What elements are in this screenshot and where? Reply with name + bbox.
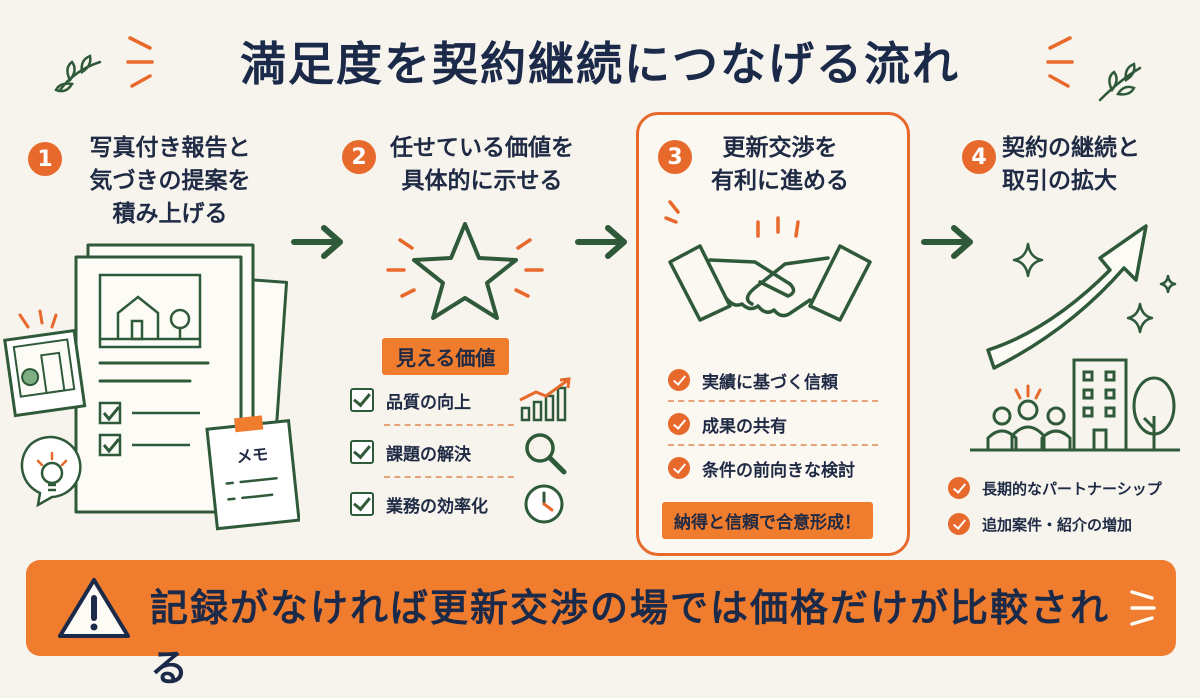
magnifier-icon bbox=[525, 433, 567, 475]
checklist-item-label: 成果の共有 bbox=[702, 416, 787, 437]
step-4-title: 契約の継続と 取引の拡大 bbox=[1002, 132, 1172, 198]
step-3-title-line: 有利に進める bbox=[711, 168, 849, 194]
arrow-right-icon bbox=[291, 225, 343, 259]
step-4-title-line: 取引の拡大 bbox=[1002, 168, 1117, 194]
step-2-checklist: 品質の向上 課題の解決 業務の効率化 bbox=[350, 386, 514, 518]
step-2-title-line: 任せている価値を bbox=[390, 135, 574, 161]
report-document-illustration bbox=[3, 243, 300, 531]
checklist-item-label: 課題の解決 bbox=[386, 444, 471, 465]
checklist-item: 実績に基づく信頼 bbox=[668, 366, 888, 394]
checklist-item: 条件の前向きな検討 bbox=[668, 454, 888, 482]
checkbox-checked-icon bbox=[350, 440, 374, 464]
checklist-item: 追加案件・紹介の増加 bbox=[948, 510, 1188, 538]
checklist-item: 品質の向上 bbox=[350, 386, 500, 414]
arrow-right-icon bbox=[575, 225, 627, 259]
growth-chart-icon bbox=[519, 377, 571, 422]
step-2-title: 任せている価値を 具体的に示せる bbox=[382, 132, 582, 198]
check-circle-icon bbox=[668, 413, 690, 435]
checklist-item-label: 条件の前向きな検討 bbox=[702, 460, 855, 481]
checklist-item: 長期的なパートナーシップ bbox=[948, 474, 1188, 502]
step-3-title: 更新交渉を 有利に進める bbox=[690, 132, 870, 198]
step-3-title-line: 更新交渉を bbox=[722, 135, 838, 161]
checkbox-checked-icon bbox=[350, 388, 374, 412]
page-title: 満足度を契約継続につなげる流れ bbox=[240, 37, 960, 91]
step-3-number: 3 bbox=[658, 140, 692, 174]
clock-icon bbox=[524, 484, 564, 524]
checklist-item-label: 追加案件・紹介の増加 bbox=[982, 515, 1133, 534]
step-4-number: 4 bbox=[962, 140, 996, 174]
arrow-right-icon bbox=[921, 225, 973, 259]
divider bbox=[384, 476, 514, 478]
banner-spark-decoration bbox=[1130, 590, 1156, 626]
visible-value-tag: 見える価値 bbox=[382, 338, 510, 375]
step-3-checklist: 実績に基づく信頼 成果の共有 条件の前向きな検討 bbox=[668, 366, 888, 482]
step-4-title-line: 契約の継続と bbox=[1002, 135, 1140, 161]
step-1-title-line: 写真付き報告と bbox=[89, 135, 251, 161]
checklist-item: 課題の解決 bbox=[350, 438, 500, 466]
check-circle-icon bbox=[668, 457, 690, 479]
check-circle-icon bbox=[668, 369, 690, 391]
step-1-title: 写真付き報告と 気づきの提案を 積み上げる bbox=[70, 132, 270, 231]
warning-banner-text: 記録がなければ更新交渉の場では価格だけが比較される bbox=[150, 586, 1111, 690]
checklist-item-label: 品質の向上 bbox=[386, 392, 471, 413]
star-icon bbox=[386, 222, 544, 320]
step-1-title-line: 気づきの提案を bbox=[89, 168, 251, 194]
check-circle-icon bbox=[948, 513, 970, 535]
checklist-item-label: 実績に基づく信頼 bbox=[702, 372, 838, 393]
checklist-item: 業務の効率化 bbox=[350, 490, 500, 518]
divider bbox=[384, 424, 514, 426]
step-1-number: 1 bbox=[28, 142, 62, 176]
step-2-title-line: 具体的に示せる bbox=[401, 168, 563, 194]
divider bbox=[668, 400, 878, 402]
memo-label: メモ bbox=[235, 444, 270, 467]
step-3-card bbox=[636, 112, 910, 556]
handshake-icon bbox=[664, 200, 872, 322]
checklist-item-label: 長期的なパートナーシップ bbox=[982, 479, 1162, 498]
check-circle-icon bbox=[948, 477, 970, 499]
checklist-item-label: 業務の効率化 bbox=[386, 496, 488, 517]
step-1-title-line: 積み上げる bbox=[112, 201, 228, 227]
checklist-item: 成果の共有 bbox=[668, 410, 888, 438]
growth-illustration bbox=[970, 224, 1180, 452]
step-2-number: 2 bbox=[342, 140, 376, 174]
step-4-checklist: 長期的なパートナーシップ 追加案件・紹介の増加 bbox=[948, 474, 1188, 538]
divider bbox=[668, 444, 878, 446]
title-decoration bbox=[54, 36, 1142, 102]
warning-banner bbox=[26, 560, 1176, 656]
warning-icon bbox=[58, 578, 130, 638]
checkbox-checked-icon bbox=[350, 492, 374, 516]
consensus-tag: 納得と信頼で合意形成！ bbox=[662, 502, 873, 539]
